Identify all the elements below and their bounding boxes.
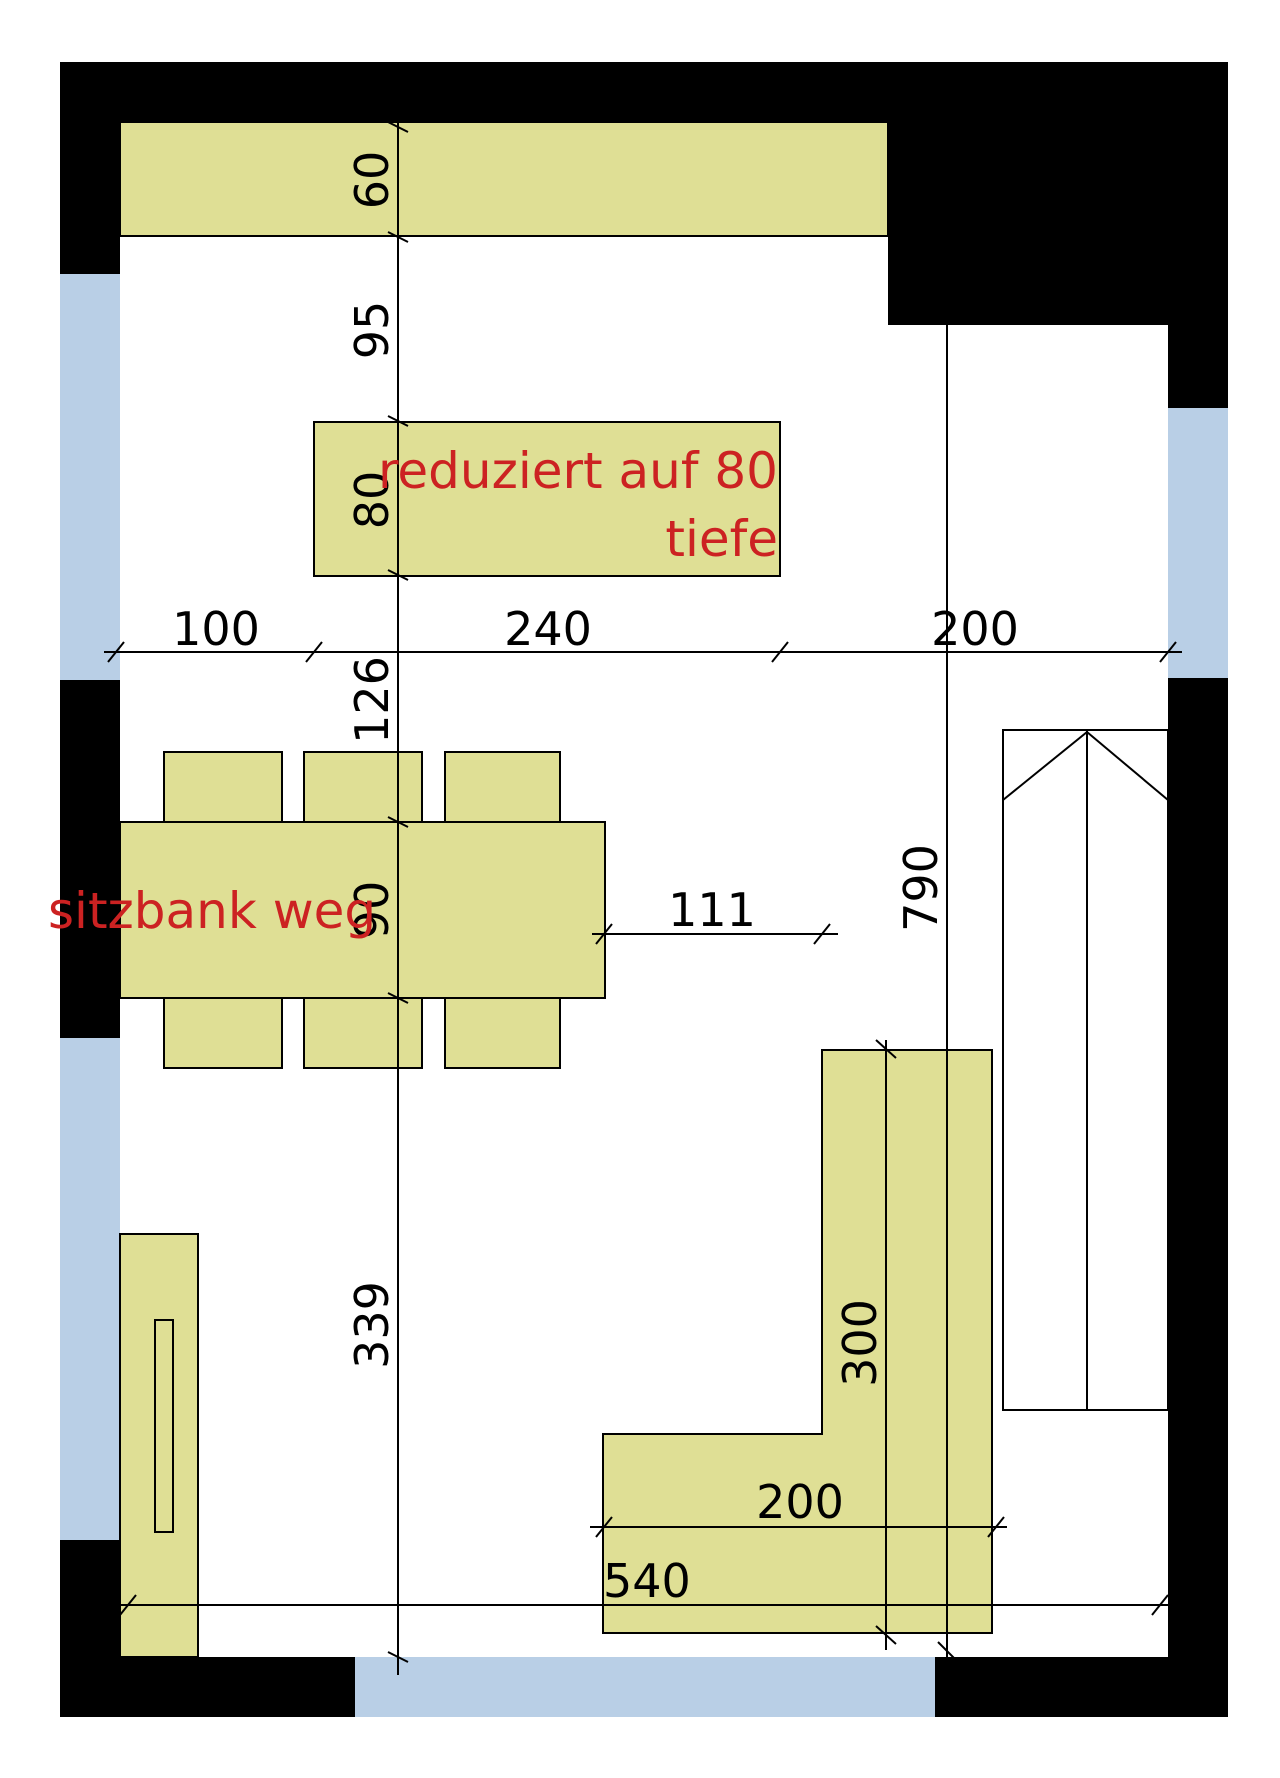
island-note-line1: reduziert auf 80 bbox=[378, 442, 778, 500]
window-left-bottom bbox=[60, 1038, 120, 1540]
sofa bbox=[602, 1049, 993, 1634]
dim-top-counter-depth: 60 bbox=[345, 151, 399, 210]
window-right bbox=[1168, 408, 1228, 678]
kitchen-counter-top bbox=[119, 121, 889, 237]
dim-island-to-table: 126 bbox=[345, 656, 399, 744]
dim-gap-counter-island: 95 bbox=[345, 301, 399, 360]
window-bottom bbox=[355, 1657, 935, 1717]
dim-table-to-sofa: 111 bbox=[668, 883, 756, 937]
island-note-line2: tiefe bbox=[665, 510, 778, 568]
dim-island-depth: 80 bbox=[345, 471, 399, 530]
dim-table-depth: 90 bbox=[345, 881, 399, 940]
chair-top-2 bbox=[303, 751, 423, 823]
dim-sofa-width: 200 bbox=[756, 1475, 844, 1529]
chair-bottom-1 bbox=[163, 997, 283, 1069]
dim-island-width: 240 bbox=[504, 602, 592, 656]
chair-bottom-2 bbox=[303, 997, 423, 1069]
dim-right-clearance: 200 bbox=[931, 602, 1019, 656]
wardrobe bbox=[1002, 729, 1169, 1411]
chair-bottom-3 bbox=[444, 997, 561, 1069]
dim-sofa-length: 300 bbox=[833, 1299, 887, 1387]
sideboard-slot bbox=[154, 1319, 174, 1533]
dim-room-length: 790 bbox=[894, 844, 948, 932]
window-left-top bbox=[60, 274, 120, 680]
dim-bottom-clearance: 339 bbox=[345, 1281, 399, 1369]
kitchen-island bbox=[313, 421, 781, 577]
dim-left-to-island: 100 bbox=[172, 602, 260, 656]
dimension-lines bbox=[104, 121, 1182, 1675]
bench-note: sitzbank weg bbox=[48, 882, 376, 940]
dining-table bbox=[119, 821, 606, 999]
chair-top-3 bbox=[444, 751, 561, 823]
dim-room-width: 540 bbox=[603, 1554, 691, 1608]
chair-top-1 bbox=[163, 751, 283, 823]
